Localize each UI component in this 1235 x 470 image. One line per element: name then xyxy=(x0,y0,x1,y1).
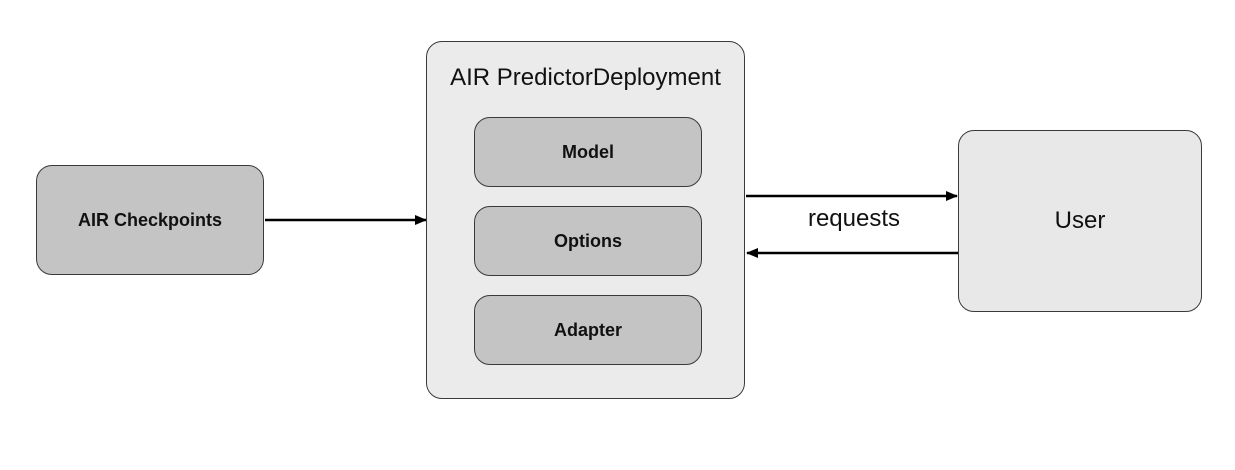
user-node: User xyxy=(958,130,1202,312)
air-predictor-deployment-container: AIR PredictorDeployment Model Options Ad… xyxy=(426,41,745,399)
model-label: Model xyxy=(562,141,614,162)
adapter-node: Adapter xyxy=(474,295,702,365)
air-checkpoints-node: AIR Checkpoints xyxy=(36,165,264,275)
air-checkpoints-label: AIR Checkpoints xyxy=(77,209,223,230)
options-label: Options xyxy=(554,230,622,251)
deployment-title: AIR PredictorDeployment xyxy=(450,64,721,91)
options-node: Options xyxy=(474,206,702,276)
user-label: User xyxy=(1054,207,1106,234)
model-node: Model xyxy=(474,117,702,187)
adapter-label: Adapter xyxy=(553,319,622,340)
requests-edge-label: requests xyxy=(807,205,901,232)
